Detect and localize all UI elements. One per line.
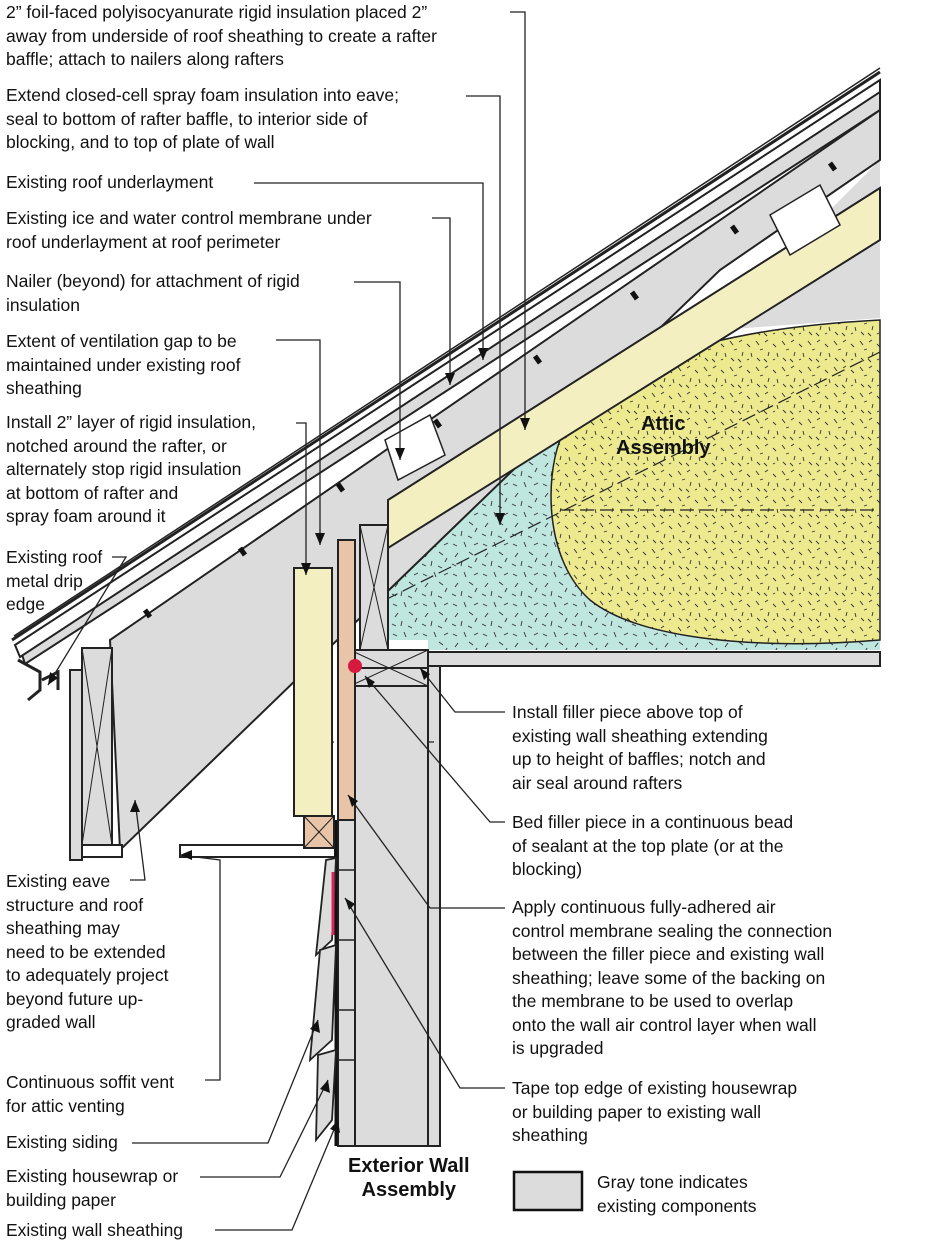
label-siding: Existing siding [6,1132,118,1152]
label-ventilation-gap: Extent of ventilation gap to be maintain… [6,331,241,398]
ceiling-drywall [427,651,881,667]
legend-text: Gray tone indicates existing components [597,1172,757,1216]
top-plate-lower [349,667,429,687]
label-bed-filler: Bed filler piece in a continuous bead of… [512,812,794,879]
label-eave-structure: Existing eave structure and roof sheathi… [6,871,169,1032]
label-ice-water-membrane: Existing ice and water control membrane … [6,208,372,252]
drip-edge [17,658,42,702]
siding [308,856,337,1143]
label-soffit-vent: Continuous soffit vent for attic venting [6,1072,174,1116]
wall-rigid-insulation [293,567,333,817]
leader-lines [47,11,526,1231]
roof-shingles [11,70,881,642]
region-label-exterior-wall: Exterior Wall Assembly [348,1155,470,1201]
label-housewrap: Existing housewrap or building paper [6,1166,179,1210]
legend-swatch [512,1170,584,1212]
roof-underlayment-layer [13,78,881,659]
label-wall-sheathing: Existing wall sheathing [6,1220,184,1240]
soffit [81,844,123,858]
sealant-bead [348,659,362,673]
fascia [69,669,83,861]
wall-stud [354,685,429,1147]
label-drip-edge: Existing roof metal drip edge [6,547,103,614]
label-filler-piece: Install filler piece above top of existi… [512,702,768,793]
label-nailer: Nailer (beyond) for attachment of rigid … [6,271,300,315]
label-roof-underlayment: Existing roof underlayment [6,172,214,192]
label-air-membrane: Apply continuous fully-adhered air contr… [512,897,833,1058]
filler-piece [337,539,356,821]
shingle-courses [142,161,838,619]
region-label-attic: Attic Assembly [616,413,711,459]
label-tape-edge: Tape top edge of existing housewrap or b… [512,1078,798,1145]
label-rigid-insulation-layer: Install 2” layer of rigid insulation, no… [6,412,256,526]
interior-drywall [427,665,441,1147]
label-foil-insulation: 2” foil-faced polyisocyanurate rigid ins… [6,2,437,69]
wall-sheathing [337,819,356,1147]
label-spray-foam-eave: Extend closed-cell spray foam insulation… [6,85,399,152]
